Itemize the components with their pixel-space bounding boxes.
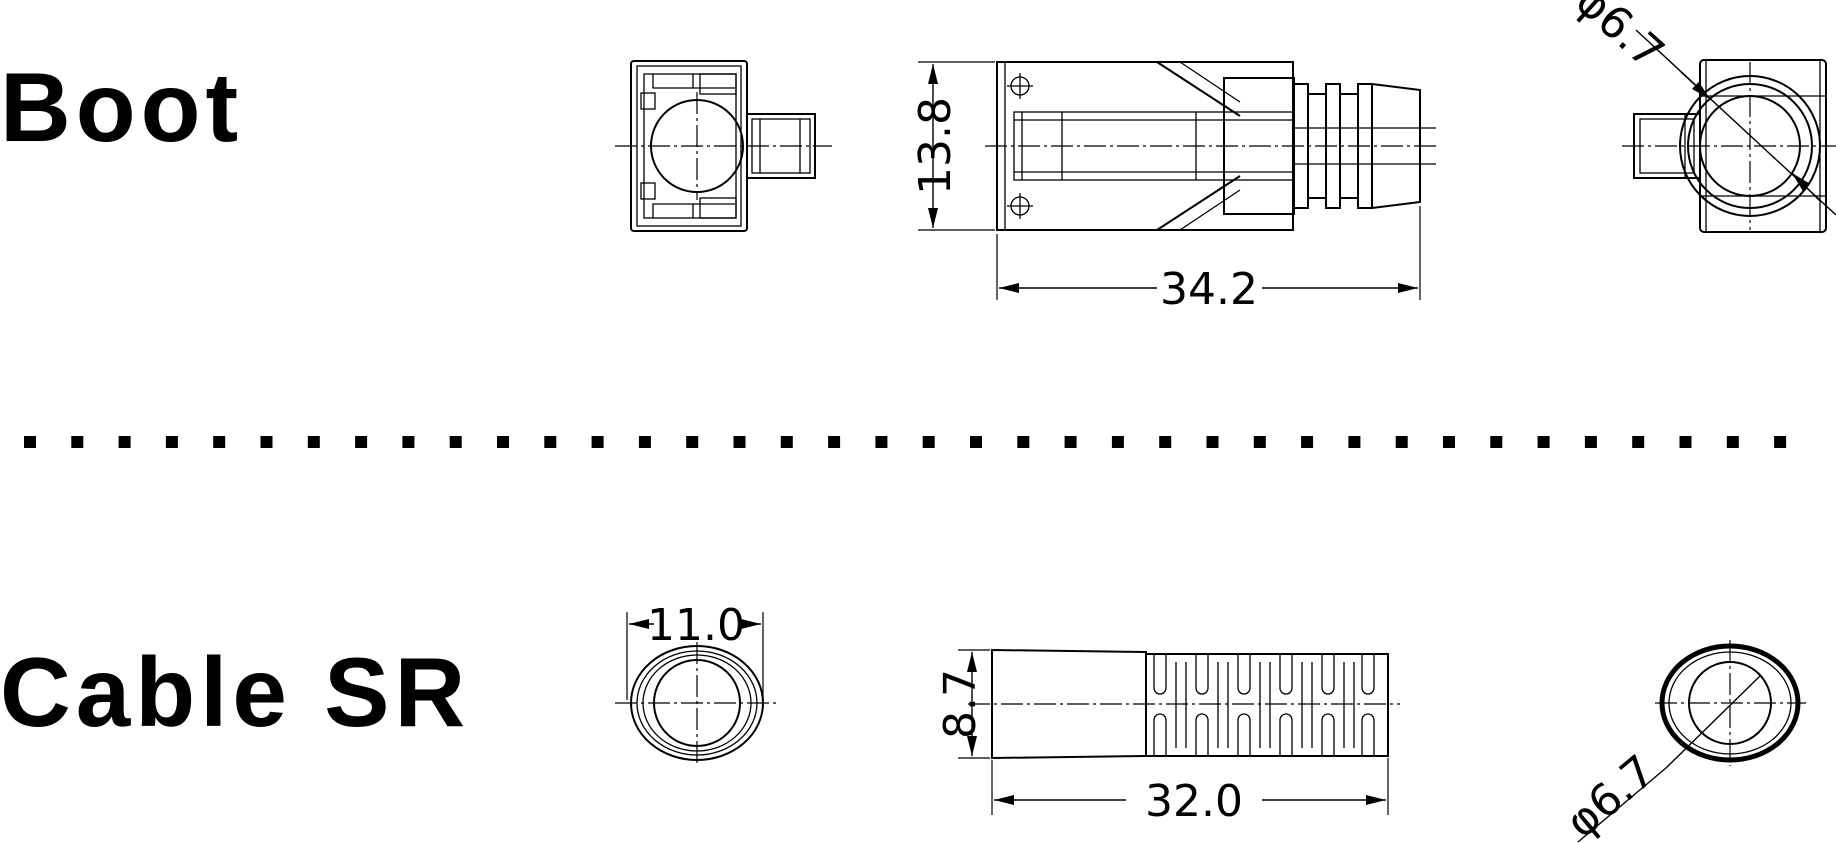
separator-dot: [24, 436, 36, 448]
boot-section-title: Boot: [0, 52, 244, 162]
boot-height-dimension: 13.8: [910, 97, 961, 195]
separator-dot: [780, 436, 793, 448]
separator-dot: [1490, 436, 1503, 448]
separator-dot: [686, 436, 699, 448]
section-separator: [24, 436, 1787, 448]
separator-dot: [307, 436, 320, 448]
rib-slot: [1361, 654, 1375, 695]
separator-dot: [1253, 436, 1266, 448]
separator-dot: [1443, 436, 1455, 448]
separator-dot: [1584, 436, 1597, 448]
rib-slot: [1195, 713, 1209, 756]
cable-length-dimension: 32.0: [1145, 776, 1243, 827]
separator-dot: [1679, 436, 1692, 448]
cable-height-dimension: 8.7: [935, 669, 986, 739]
separator-dot: [1111, 436, 1124, 448]
separator-dot: [449, 436, 462, 448]
rib-slot: [1195, 654, 1209, 695]
rib-slot: [1321, 713, 1335, 756]
boot-side-view: 13.8 34.2: [910, 61, 1438, 315]
separator-dot: [402, 436, 415, 448]
separator-dot: [591, 436, 604, 448]
rib-band: [1301, 662, 1313, 748]
separator-dot: [1774, 436, 1787, 448]
cable-rear-view: φ6.7: [1556, 640, 1806, 843]
separator-dot: [1632, 436, 1645, 448]
cable-sr-section-title: Cable SR: [0, 637, 471, 747]
boot-front-view: [615, 60, 832, 232]
rib-band: [1343, 662, 1355, 748]
separator-dot: [828, 436, 841, 448]
boot-rear-view: φ6.7: [1566, 0, 1836, 233]
cable-side-view: 8.7 32.0: [935, 648, 1400, 827]
rib-band: [1217, 662, 1229, 748]
separator-dot: [922, 436, 935, 448]
separator-dot: [875, 436, 888, 448]
separator-dot: [544, 436, 557, 448]
separator-dot: [1301, 436, 1314, 448]
separator-dot: [213, 436, 226, 448]
separator-dot: [118, 436, 131, 448]
separator-dot: [355, 436, 368, 448]
rib-band: [1259, 662, 1271, 748]
rib-band: [1175, 662, 1187, 748]
boot-length-dimension: 34.2: [1160, 264, 1258, 315]
separator-dot: [1348, 436, 1361, 448]
separator-dot: [260, 436, 273, 448]
rib-slot: [1279, 713, 1293, 756]
separator-dot: [1206, 436, 1219, 448]
separator-dot: [638, 436, 651, 448]
rib-slot: [1361, 713, 1375, 756]
separator-dot: [733, 436, 746, 448]
separator-dot: [497, 436, 509, 448]
separator-dot: [1017, 436, 1030, 448]
cable-front-view: 11.0: [615, 600, 778, 764]
rib-slot: [1153, 654, 1167, 695]
separator-dot: [1395, 436, 1408, 448]
separator-dot: [165, 436, 178, 448]
rib-slot: [1153, 713, 1167, 756]
separator-dot: [71, 436, 84, 448]
cable-width-dimension: 11.0: [647, 600, 745, 651]
separator-dot: [1159, 436, 1172, 448]
rib-slot: [1237, 654, 1251, 695]
rib-slot: [1237, 713, 1251, 756]
separator-dot: [1064, 436, 1077, 448]
separator-dot: [1537, 436, 1550, 448]
cable-diameter-dimension: φ6.7: [1556, 746, 1665, 843]
boot-diameter-dimension: φ6.7: [1566, 0, 1674, 79]
rib-slot: [1321, 654, 1335, 695]
separator-dot: [1726, 436, 1739, 448]
rib-slot: [1279, 654, 1293, 695]
separator-dot: [970, 436, 982, 448]
